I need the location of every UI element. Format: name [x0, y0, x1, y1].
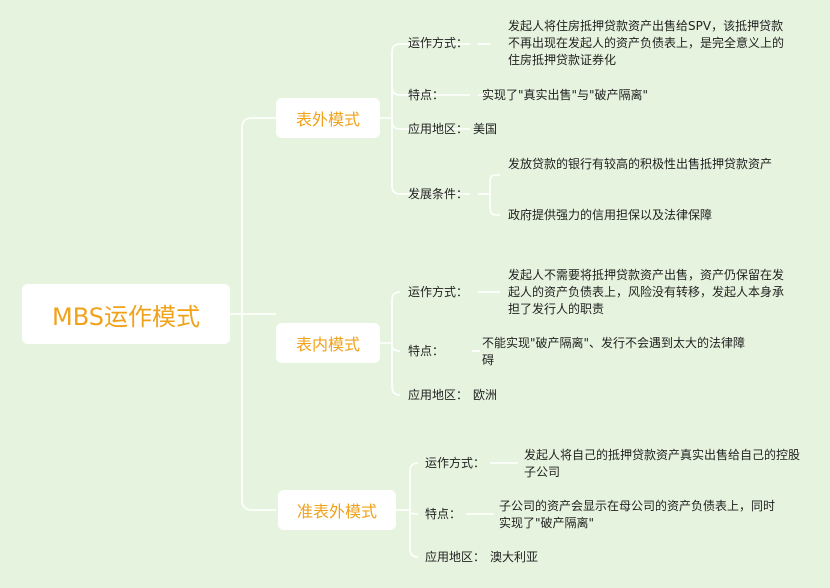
- root-node: MBS运作模式: [22, 284, 230, 344]
- b2-region-label: 应用地区：: [408, 388, 469, 402]
- b3-region-value: 澳大利亚: [490, 550, 539, 564]
- b2-feature-label: 特点：: [408, 344, 445, 358]
- b2-operation-detail: 发起人不需要将抵押贷款资产出售，资产仍保留在发起人的资产负债表上，风险没有转移，…: [508, 268, 785, 316]
- branch-quasi-off-balance-sheet: 准表外模式: [278, 490, 396, 530]
- b1-condition-detail-2: 政府提供强力的信用担保以及法律保障: [508, 208, 713, 222]
- branch-on-balance-sheet: 表内模式: [276, 323, 380, 363]
- b3-region-label: 应用地区：: [425, 550, 486, 564]
- b1-condition-detail-1: 发放贷款的银行有较高的积极性出售抵押贷款资产: [508, 157, 773, 171]
- b2-region-value: 欧洲: [473, 388, 498, 402]
- b2-feature-detail: 不能实现"破产隔离"、发行不会遇到太大的法律障碍: [482, 336, 746, 367]
- b3-feature-detail: 子公司的资产会显示在母公司的资产负债表上，同时实现了"破产隔离": [499, 499, 776, 530]
- b3-operation-label: 运作方式：: [425, 456, 486, 470]
- b1-operation-label: 运作方式：: [408, 36, 469, 50]
- b1-operation-detail: 发起人将住房抵押贷款资产出售给SPV，该抵押贷款不再出现在发起人的资产负债表上，…: [508, 19, 785, 67]
- b1-feature-label: 特点：: [408, 88, 445, 102]
- b3-feature-label: 特点：: [425, 507, 462, 521]
- b1-feature-detail: 实现了"真实出售"与"破产隔离": [482, 88, 649, 102]
- b1-condition-label: 发展条件：: [408, 187, 469, 201]
- branch-off-balance-sheet: 表外模式: [276, 98, 380, 138]
- b3-operation-detail: 发起人将自己的抵押贷款资产真实出售给自己的控股子公司: [524, 448, 801, 479]
- b1-region-value: 美国: [473, 122, 498, 136]
- b2-operation-label: 运作方式：: [408, 285, 469, 299]
- b1-region-label: 应用地区：: [408, 122, 469, 136]
